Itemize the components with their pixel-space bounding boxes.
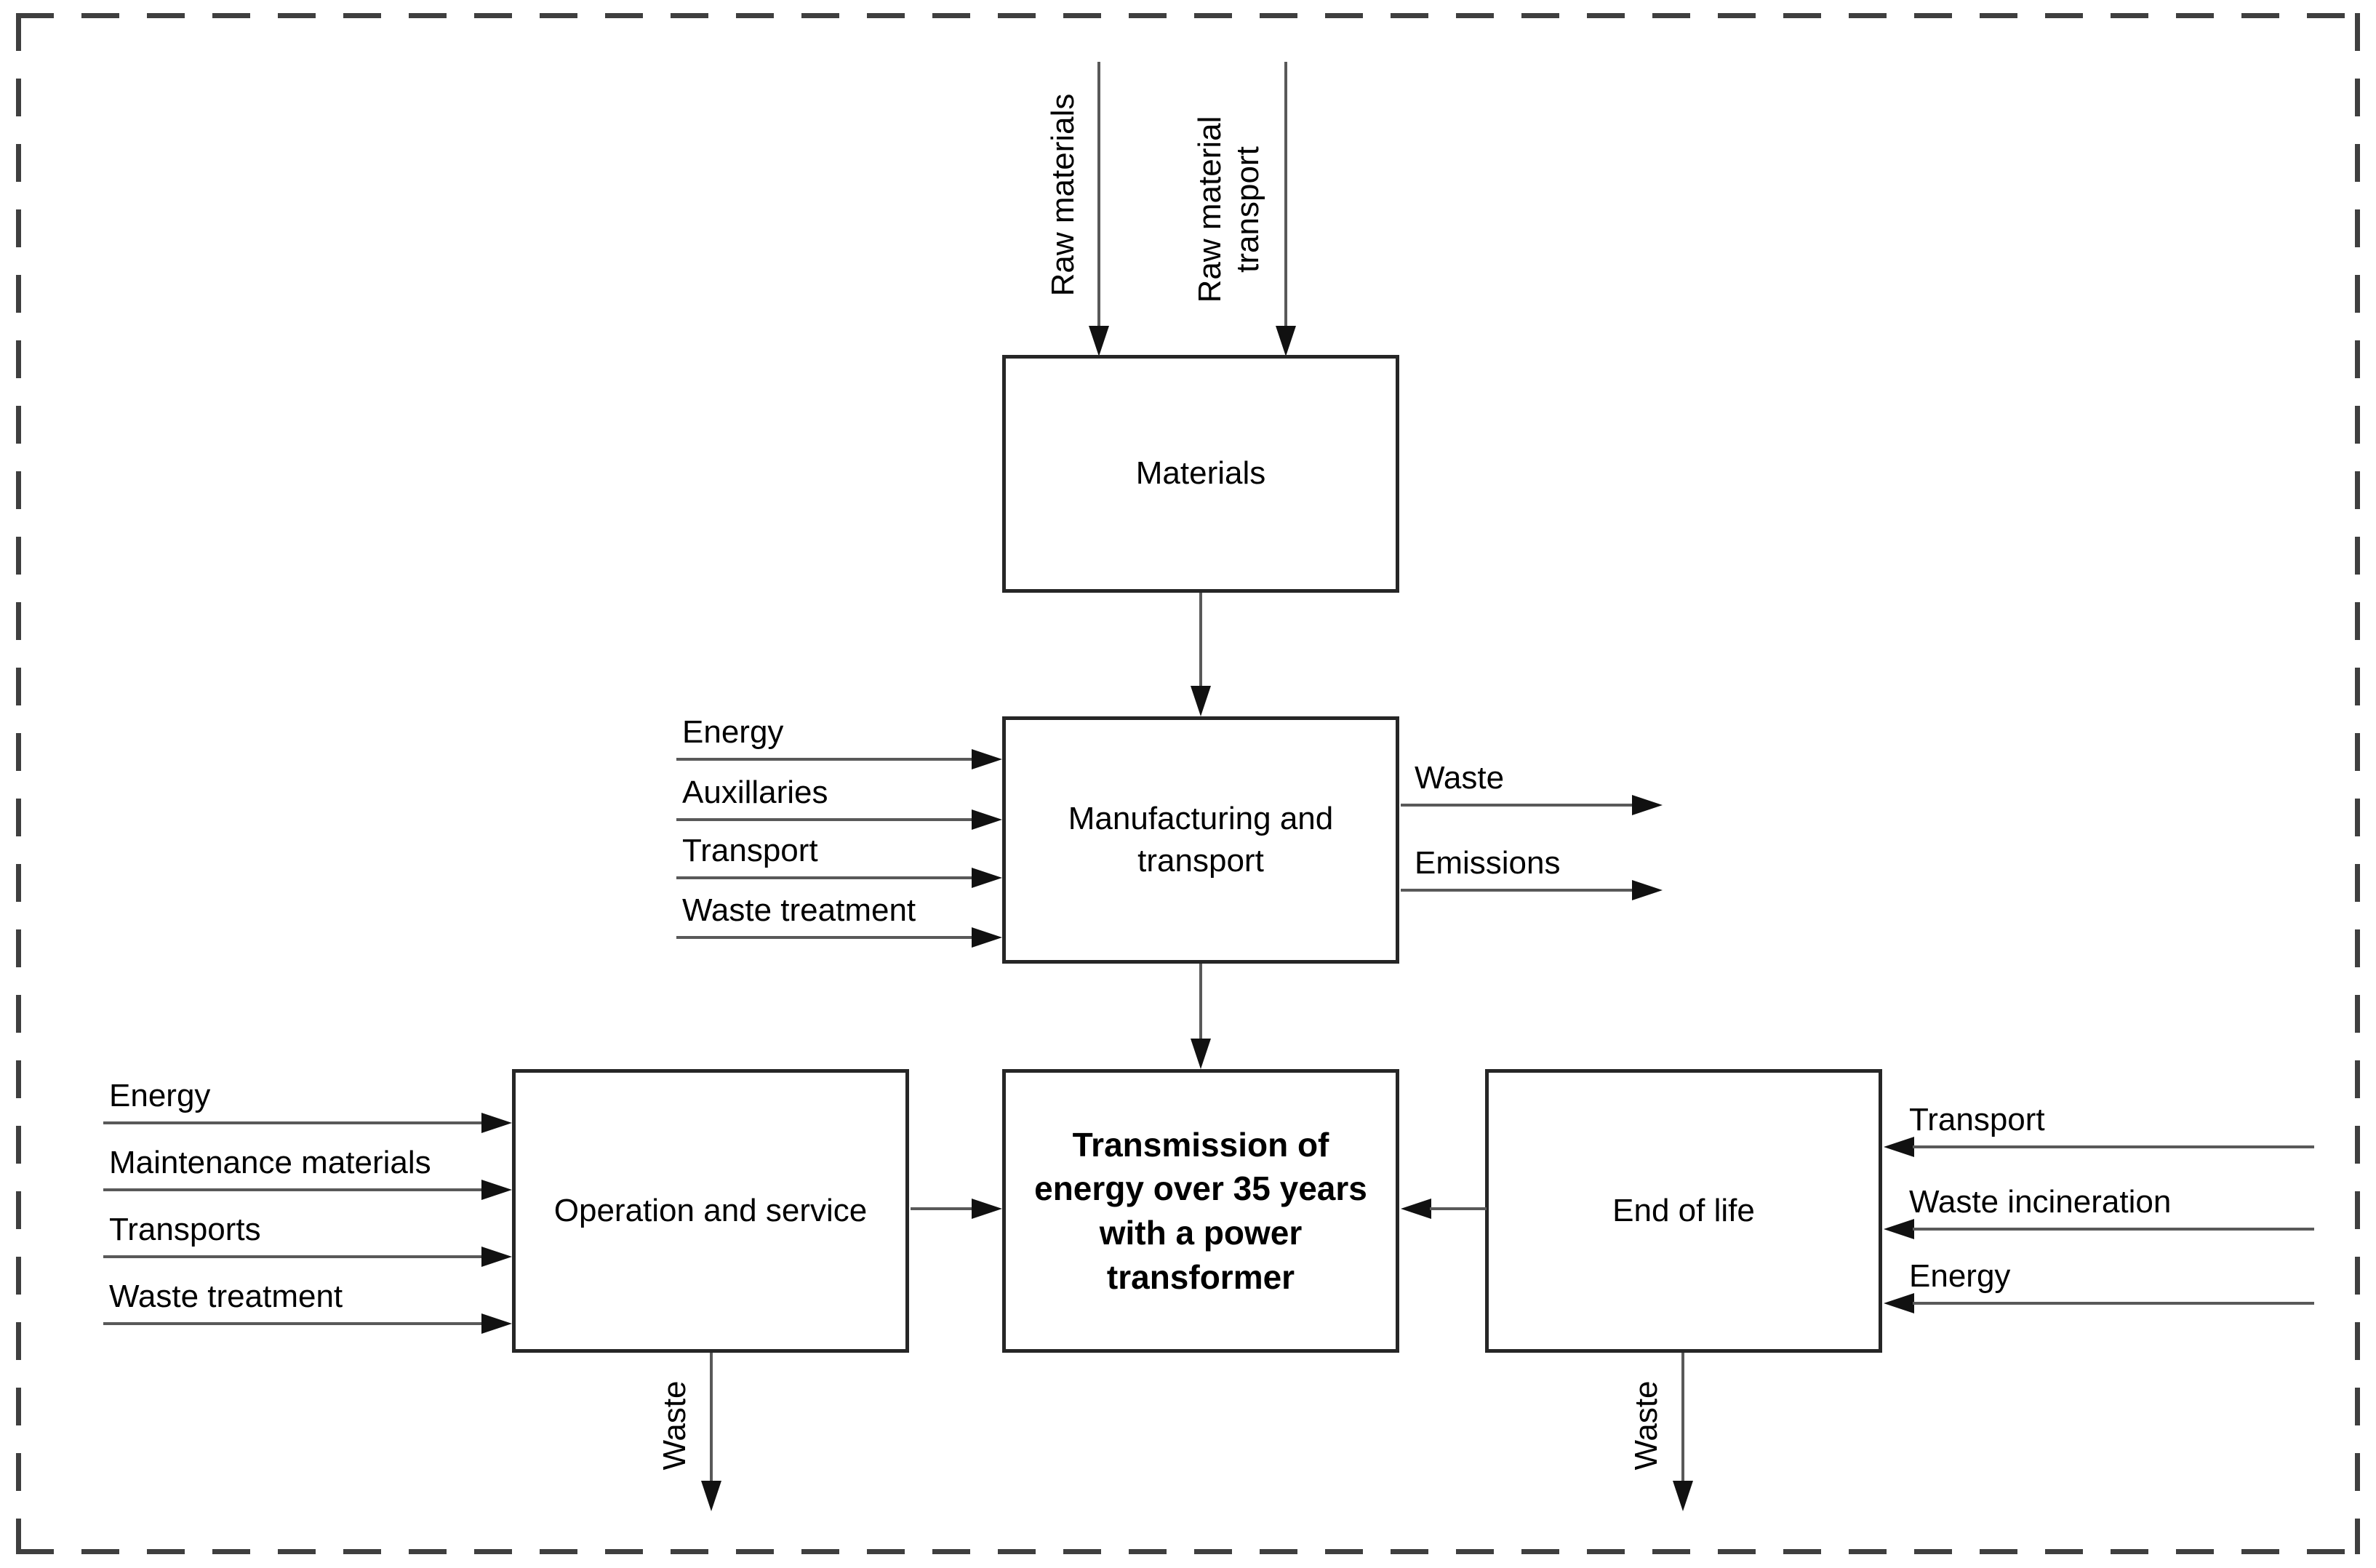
arrowhead-right-icon — [972, 809, 1002, 830]
operation-input-line — [103, 1255, 483, 1258]
manufacturing-input-line — [676, 758, 973, 761]
operation-input-line — [103, 1322, 483, 1325]
arrowhead-left-icon — [1884, 1137, 1914, 1157]
raw-material-transport-arrow-line — [1284, 62, 1287, 327]
end-of-life-input-line — [1913, 1145, 2314, 1148]
operation-input-label: Transports — [109, 1212, 261, 1247]
transmission-box: Transmission of energy over 35 years wit… — [1002, 1069, 1399, 1353]
arrowhead-right-icon — [972, 927, 1002, 948]
manufacturing-to-transmission-line — [1199, 964, 1202, 1039]
end-of-life-box-label: End of life — [1612, 1192, 1755, 1228]
materials-to-manufacturing-line — [1199, 593, 1202, 687]
transmission-box-label-line4: transformer — [1106, 1257, 1295, 1296]
operation-and-service-box: Operation and service — [512, 1069, 909, 1353]
raw-material-transport-label-line1: Raw material — [1192, 116, 1228, 303]
raw-materials-label: Raw materials — [1045, 93, 1081, 297]
arrowhead-down-icon — [1276, 326, 1296, 356]
arrowhead-down-icon — [1191, 686, 1211, 716]
arrowhead-left-icon — [1401, 1199, 1431, 1219]
arrowhead-right-icon — [972, 868, 1002, 888]
arrowhead-right-icon — [481, 1313, 512, 1334]
system-boundary-border-top — [16, 13, 2360, 18]
manufacturing-box: Manufacturing and transport — [1002, 716, 1399, 964]
manufacturing-input-label: Transport — [682, 833, 818, 868]
end-of-life-input-label: Waste incineration — [1909, 1184, 2172, 1220]
arrowhead-right-icon — [972, 1199, 1002, 1219]
arrowhead-down-icon — [1089, 326, 1109, 356]
manufacturing-input-line — [676, 876, 973, 879]
arrowhead-down-icon — [1191, 1039, 1211, 1069]
arrowhead-right-icon — [1632, 880, 1663, 900]
raw-material-transport-label-line2: transport — [1230, 146, 1265, 273]
manufacturing-output-label: Emissions — [1415, 845, 1561, 881]
operation-input-line — [103, 1121, 483, 1124]
operation-input-label: Energy — [109, 1078, 211, 1113]
manufacturing-input-label: Auxillaries — [682, 775, 828, 810]
raw-materials-arrow-line — [1097, 62, 1100, 327]
operation-to-transmission-line — [911, 1207, 973, 1210]
manufacturing-box-label-line2: transport — [1137, 843, 1264, 879]
end-of-life-waste-label: Waste — [1628, 1380, 1664, 1471]
arrowhead-left-icon — [1884, 1293, 1914, 1313]
end-of-life-to-transmission-line — [1430, 1207, 1487, 1210]
arrowhead-right-icon — [481, 1180, 512, 1200]
transmission-box-label-line2: energy over 35 years — [1034, 1169, 1367, 1208]
transmission-box-label-line1: Transmission of — [1072, 1125, 1329, 1164]
arrowhead-right-icon — [972, 749, 1002, 769]
materials-box-label: Materials — [1135, 455, 1266, 492]
operation-input-label: Waste treatment — [109, 1279, 343, 1314]
manufacturing-output-line — [1401, 804, 1633, 807]
manufacturing-box-label-line1: Manufacturing and — [1068, 800, 1334, 836]
operation-waste-arrow-line — [710, 1353, 713, 1482]
end-of-life-box: End of life — [1485, 1069, 1882, 1353]
arrowhead-right-icon — [481, 1247, 512, 1267]
arrowhead-down-icon — [701, 1481, 721, 1511]
transmission-box-label-line3: with a power — [1099, 1214, 1303, 1252]
operation-input-line — [103, 1188, 483, 1191]
end-of-life-input-label: Energy — [1909, 1258, 2011, 1294]
end-of-life-input-line — [1913, 1228, 2314, 1231]
arrowhead-right-icon — [1632, 795, 1663, 815]
arrowhead-left-icon — [1884, 1219, 1914, 1239]
arrowhead-down-icon — [1673, 1481, 1693, 1511]
raw-material-transport-label: Raw material transport — [1191, 116, 1267, 303]
end-of-life-input-line — [1913, 1302, 2314, 1305]
end-of-life-waste-arrow-line — [1681, 1353, 1684, 1482]
manufacturing-output-label: Waste — [1415, 760, 1505, 796]
manufacturing-input-label: Energy — [682, 714, 784, 750]
system-boundary-border-bottom — [16, 1549, 2360, 1554]
manufacturing-input-line — [676, 818, 973, 821]
manufacturing-input-line — [676, 936, 973, 939]
system-boundary-border-right — [2355, 13, 2360, 1554]
manufacturing-input-label: Waste treatment — [682, 892, 916, 928]
arrowhead-right-icon — [481, 1113, 512, 1133]
manufacturing-output-line — [1401, 889, 1633, 892]
materials-box: Materials — [1002, 355, 1399, 593]
operation-and-service-box-label: Operation and service — [553, 1192, 868, 1228]
system-boundary-border-left — [16, 13, 21, 1554]
operation-waste-label: Waste — [657, 1380, 692, 1471]
end-of-life-input-label: Transport — [1909, 1102, 2045, 1137]
operation-input-label: Maintenance materials — [109, 1145, 431, 1180]
